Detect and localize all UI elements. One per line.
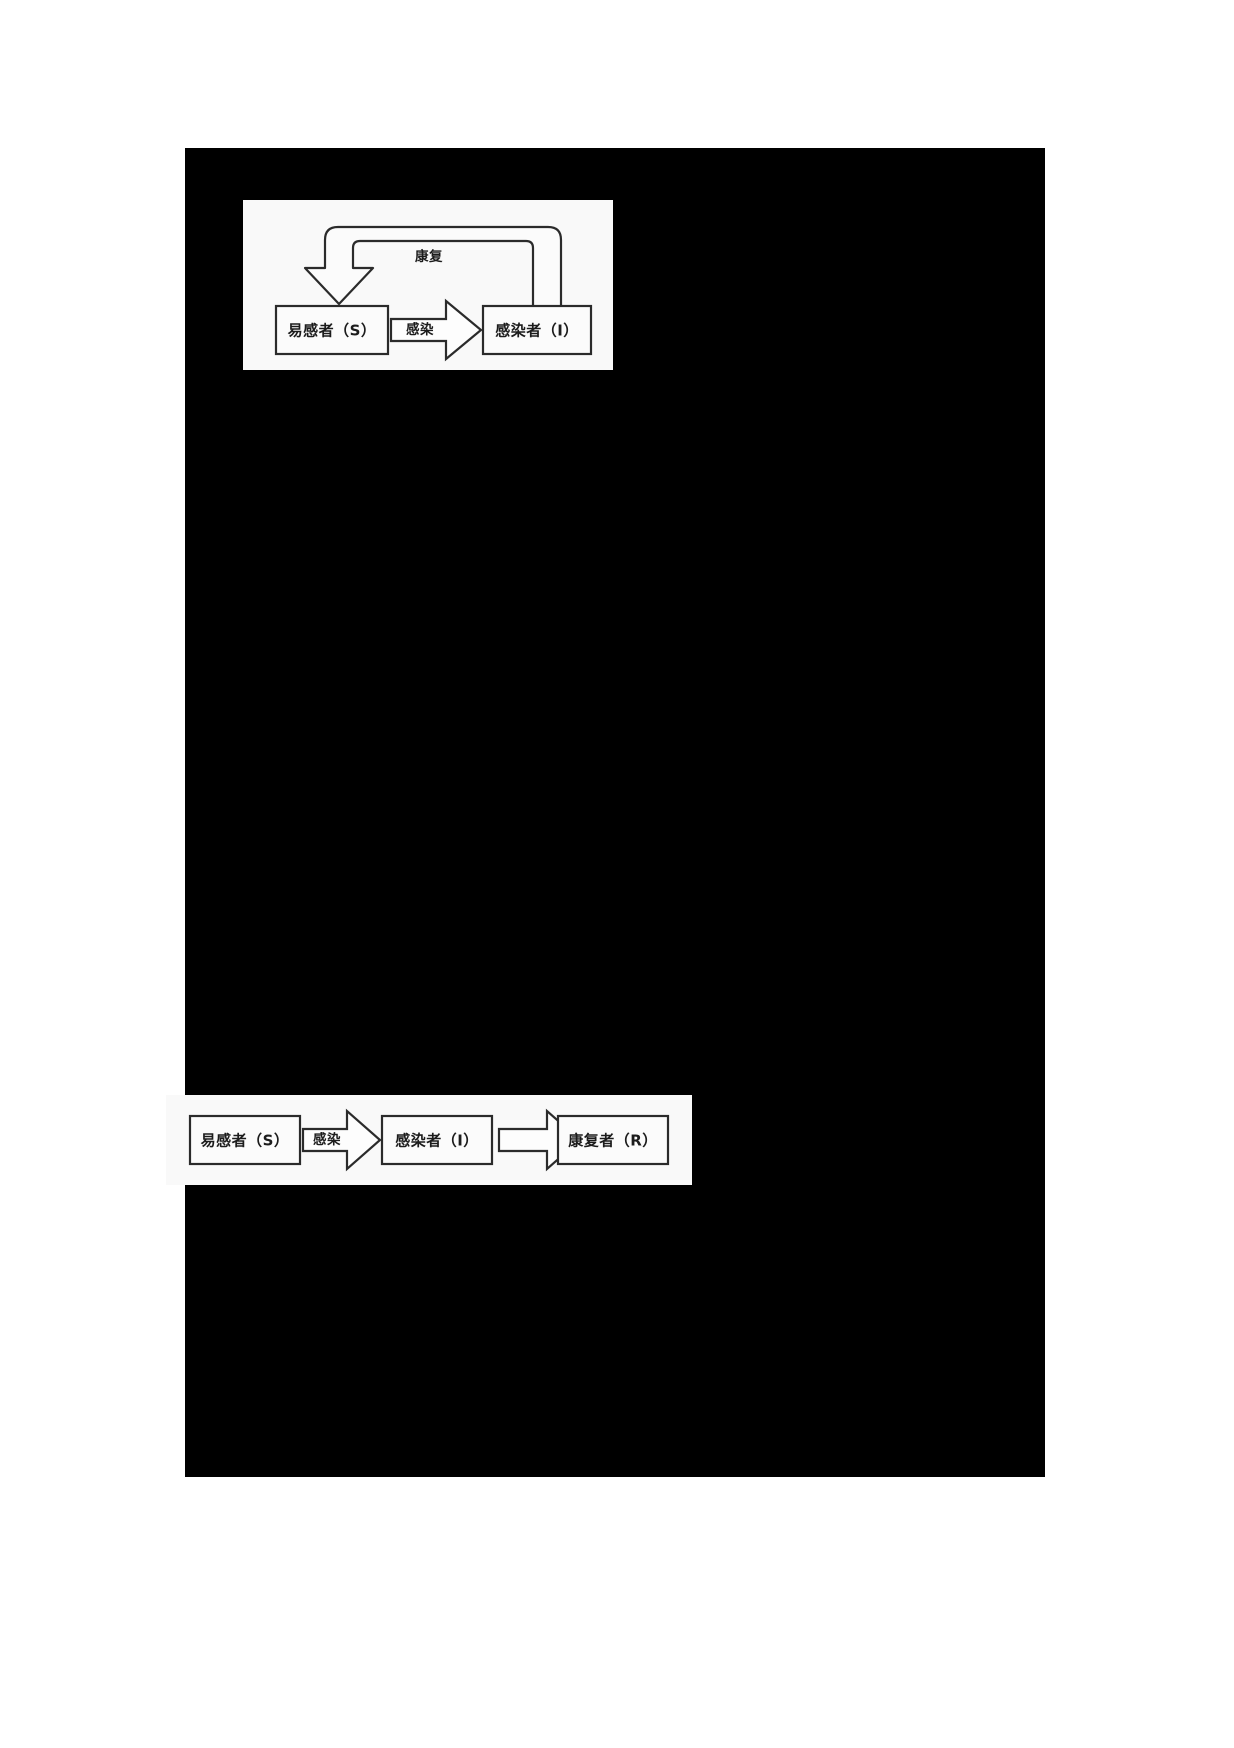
node-susceptible-box (188, 1114, 302, 1166)
sir-model-svg: 易感者（S） 感染 感染者（I） 康复者（R） (188, 1108, 670, 1172)
node-susceptible-label: 易感者（S） (201, 1132, 290, 1150)
recovery-label: 康复 (415, 248, 443, 265)
infection-block-arrow (389, 298, 483, 362)
infection-block-arrow (301, 1108, 382, 1172)
node-infected-box (380, 1114, 494, 1166)
infection-label: 感染 (406, 321, 434, 338)
node-infected-box (481, 304, 593, 356)
sir-model-diagram: 易感者（S） 感染 感染者（I） 康复者（R） (166, 1095, 692, 1185)
node-susceptible-label: 易感者（S） (288, 322, 377, 340)
node-infected-label: 感染者（I） (495, 322, 579, 340)
node-susceptible-box (274, 304, 390, 356)
sis-model-svg: 康复 易感者（S） 感染 感染者（I） (274, 225, 593, 362)
infection-label: 感染 (313, 1131, 341, 1148)
node-recovered-box (556, 1114, 670, 1166)
node-recovered-label: 康复者（R） (568, 1132, 658, 1150)
node-infected-label: 感染者（I） (395, 1132, 479, 1150)
sis-model-diagram: 康复 易感者（S） 感染 感染者（I） (243, 200, 613, 370)
recovery-curved-arrow (303, 225, 563, 311)
